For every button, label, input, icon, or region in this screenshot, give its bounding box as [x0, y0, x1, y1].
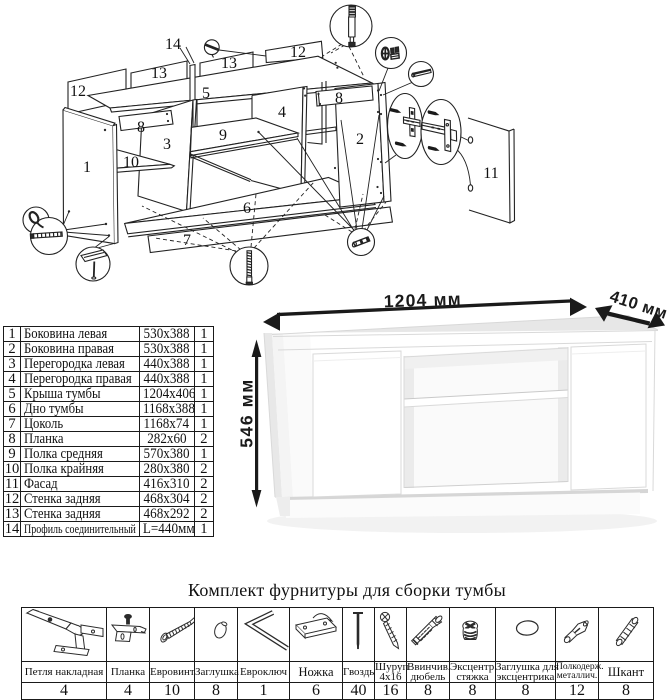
- svg-text:8: 8: [137, 119, 145, 136]
- svg-text:11: 11: [483, 165, 498, 182]
- svg-text:1204 мм: 1204 мм: [383, 289, 462, 312]
- svg-text:546 мм: 546 мм: [237, 378, 257, 448]
- svg-text:13: 13: [221, 55, 237, 72]
- svg-text:14: 14: [165, 36, 181, 53]
- svg-text:2: 2: [356, 131, 364, 148]
- svg-text:9: 9: [219, 127, 227, 144]
- svg-text:5: 5: [202, 85, 210, 102]
- svg-text:4: 4: [278, 104, 286, 121]
- svg-text:8: 8: [335, 90, 343, 107]
- svg-text:10: 10: [123, 154, 139, 171]
- svg-text:3: 3: [163, 136, 171, 153]
- svg-text:12: 12: [70, 83, 86, 100]
- svg-text:1: 1: [83, 159, 91, 176]
- svg-text:12: 12: [290, 44, 306, 61]
- svg-text:13: 13: [151, 65, 167, 82]
- svg-text:6: 6: [243, 200, 251, 217]
- svg-text:7: 7: [183, 232, 191, 249]
